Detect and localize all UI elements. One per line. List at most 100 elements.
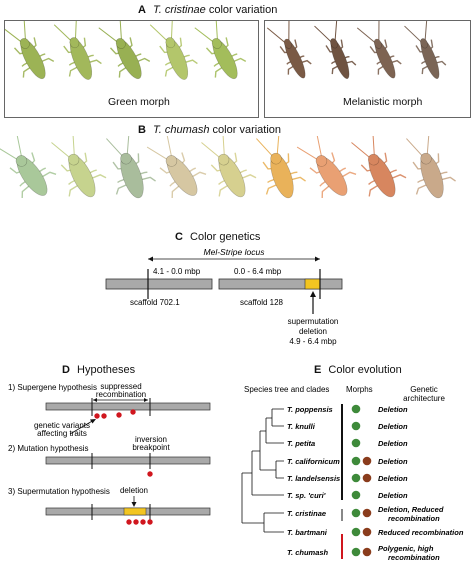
melanistic-morph-insect bbox=[266, 17, 312, 79]
green-morph-dot bbox=[351, 508, 361, 518]
chumash-insect bbox=[0, 136, 57, 199]
species-label: T. sp. 'curi' bbox=[287, 491, 326, 500]
h3-deletion bbox=[123, 507, 147, 516]
h3-label: 3) Supermutation hypothesis bbox=[8, 487, 110, 496]
chumash-insect bbox=[406, 136, 456, 199]
h2-note1: inversion bbox=[135, 435, 167, 444]
deletion-highlight bbox=[304, 278, 321, 290]
architecture-label: recombination bbox=[388, 514, 440, 523]
h1-label: 1) Supergene hypothesis bbox=[8, 383, 97, 392]
architecture-label: Deletion bbox=[378, 474, 408, 483]
col-tree-header: Species tree and clades bbox=[244, 385, 329, 394]
species-name: T. chumash bbox=[153, 124, 210, 136]
h2-chromosome bbox=[45, 456, 211, 465]
panel-d-title: D Hypotheses bbox=[62, 364, 135, 376]
green-morph-box: Green morph bbox=[2, 15, 259, 118]
chumash-insect bbox=[201, 136, 257, 198]
green-morph-label: Green morph bbox=[108, 96, 170, 108]
species-label: T. chumash bbox=[287, 548, 329, 557]
deletion-line2: deletion bbox=[299, 327, 327, 336]
architecture-label: Deletion, Reduced bbox=[378, 505, 444, 514]
species-label: T. cristinae bbox=[287, 509, 326, 518]
green-morph-insects bbox=[2, 15, 247, 80]
panel-letter: B bbox=[138, 124, 146, 136]
green-morph-dot bbox=[351, 456, 361, 466]
chumash-insect bbox=[351, 136, 407, 198]
green-morph-dot bbox=[351, 527, 361, 537]
left-range: 4.1 - 0.0 mbp bbox=[153, 267, 201, 276]
left-scaffold-label: scaffold 702.1 bbox=[130, 298, 180, 307]
melanistic-morph-insect bbox=[404, 17, 447, 80]
architecture-label: Deletion bbox=[378, 439, 408, 448]
h2-label: 2) Mutation hypothesis bbox=[8, 444, 89, 453]
green-morph-dot bbox=[351, 547, 361, 557]
panel-letter: C bbox=[175, 231, 183, 243]
architecture-label: Polygenic, high bbox=[378, 544, 434, 553]
green-morph-dot bbox=[351, 473, 361, 483]
panel-letter: E bbox=[314, 364, 322, 376]
green-morph-dot bbox=[351, 490, 361, 500]
chumash-insect bbox=[296, 136, 357, 199]
species-label: T. poppensis bbox=[287, 405, 333, 414]
right-scaffold-label: scaffold 128 bbox=[240, 298, 284, 307]
architecture-label: Reduced recombination bbox=[378, 528, 464, 537]
species-label: T. knulli bbox=[287, 422, 316, 431]
melanistic-morph-box: Melanistic morph bbox=[264, 17, 471, 118]
species-label: T. petita bbox=[287, 439, 315, 448]
brown-morph-dot bbox=[362, 456, 372, 466]
title-suffix: color variation bbox=[208, 4, 278, 16]
col-morphs-header: Morphs bbox=[346, 385, 373, 394]
architecture-label: recombination bbox=[388, 553, 440, 562]
scaffold-128-bar bbox=[218, 278, 343, 290]
col-arch-header1: Genetic bbox=[410, 385, 438, 394]
title-suffix: color variation bbox=[212, 124, 282, 136]
architecture-label: Deletion bbox=[378, 405, 408, 414]
species-label: T. californicum bbox=[287, 457, 340, 466]
green-morph-insect bbox=[53, 15, 102, 80]
green-morph-insect bbox=[149, 15, 198, 80]
brown-morph-dot bbox=[362, 547, 372, 557]
h3-note: deletion bbox=[120, 486, 148, 495]
chumash-insect bbox=[106, 136, 156, 199]
chumash-insect bbox=[256, 136, 306, 199]
green-morph-dot bbox=[351, 404, 361, 414]
h2-note2: breakpoint bbox=[132, 443, 170, 452]
green-morph-dot bbox=[351, 421, 361, 431]
green-morph-insect bbox=[98, 16, 151, 80]
h1-variants1: genetic variants bbox=[34, 421, 90, 430]
deletion-range: 4.9 - 6.4 mbp bbox=[289, 337, 337, 346]
panel-e-title: E Color evolution bbox=[314, 364, 402, 376]
color-genetics-diagram: Mel-Stripe locus 4.1 - 0.0 mbp 0.0 - 6.4… bbox=[105, 247, 343, 346]
architecture-label: Deletion bbox=[378, 457, 408, 466]
panel-c-title: C Color genetics bbox=[175, 231, 260, 243]
brown-morph-dot bbox=[362, 527, 372, 537]
green-morph-insect bbox=[2, 16, 55, 80]
species-label: T. landelsensis bbox=[287, 474, 340, 483]
brown-morph-dot bbox=[362, 508, 372, 518]
panel-a-title: A T. cristinae color variation bbox=[138, 4, 277, 16]
title-text: Color genetics bbox=[190, 231, 261, 243]
melanistic-morph-insect bbox=[314, 17, 357, 80]
phylogeny-tree bbox=[241, 408, 284, 533]
panel-letter: D bbox=[62, 364, 70, 376]
hypotheses-diagram: 1) Supergene hypothesis suppressed recom… bbox=[8, 382, 211, 525]
melanistic-morph-insect bbox=[356, 17, 402, 79]
species-label: T. bartmani bbox=[287, 528, 328, 537]
chumash-insect bbox=[146, 136, 207, 199]
architecture-label: Deletion bbox=[378, 422, 408, 431]
title-text: Hypotheses bbox=[77, 364, 136, 376]
panel-letter: A bbox=[138, 4, 146, 16]
locus-label: Mel-Stripe locus bbox=[204, 247, 266, 257]
scaffold-702-bar bbox=[105, 278, 213, 290]
species-name: T. cristinae bbox=[153, 4, 206, 16]
chumash-insect bbox=[51, 136, 107, 198]
panel-b-title: B T. chumash color variation bbox=[138, 124, 281, 136]
title-text: Color evolution bbox=[328, 364, 402, 376]
brown-morph-dot bbox=[362, 473, 372, 483]
green-morph-insect bbox=[194, 16, 247, 80]
green-morph-dot bbox=[351, 438, 361, 448]
color-evolution-diagram: Species tree and clades Morphs Genetic a… bbox=[241, 385, 464, 562]
h1-note1: suppressed bbox=[100, 382, 141, 391]
right-range: 0.0 - 6.4 mbp bbox=[234, 267, 282, 276]
chumash-insects bbox=[0, 136, 456, 199]
